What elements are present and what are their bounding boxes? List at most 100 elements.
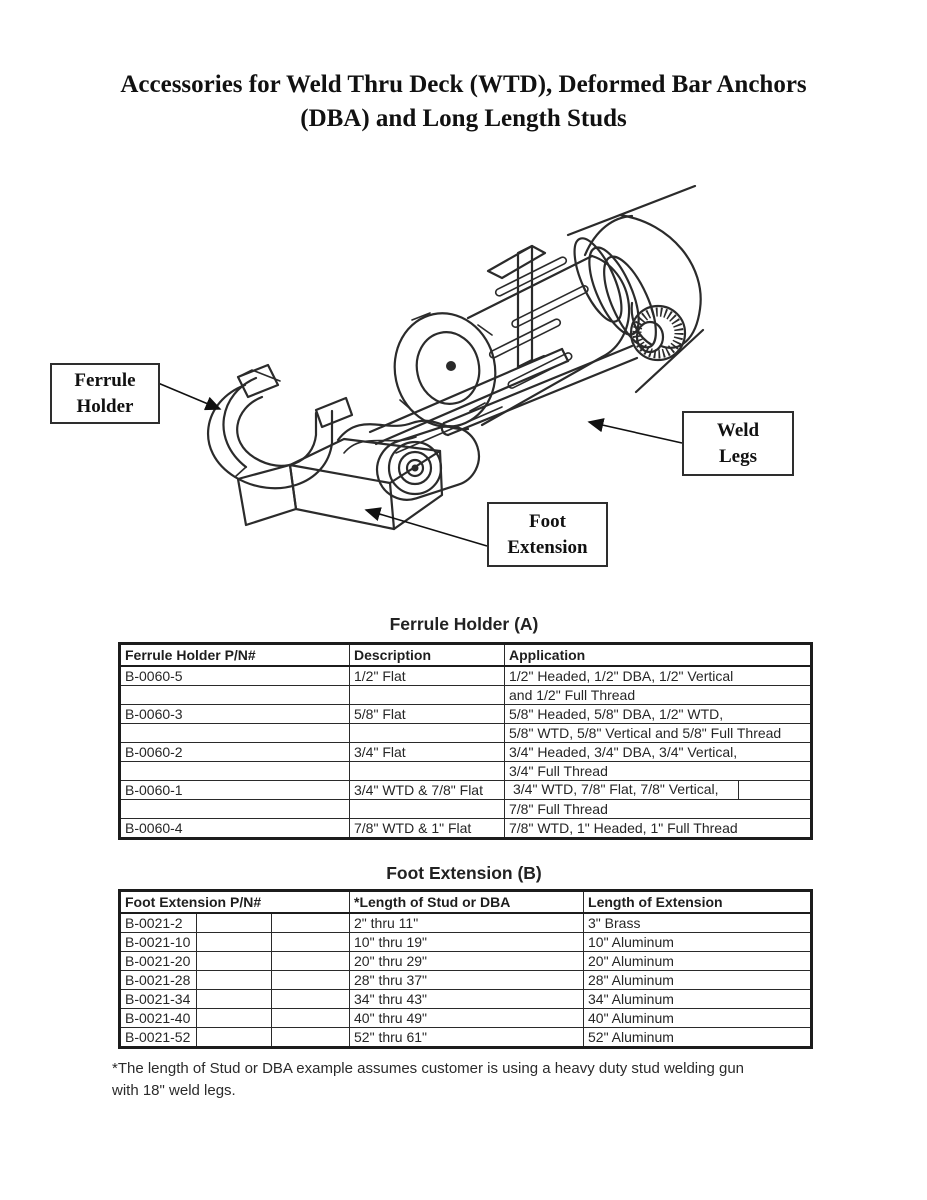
cell-extension-length: 40" Aluminum [583, 1008, 813, 1028]
cell-pn-sub1 [196, 912, 272, 933]
cell-application: 5/8" Headed, 5/8" DBA, 1/2" WTD, [504, 704, 812, 724]
ferrule-holder-arrow [157, 382, 222, 411]
cell-pn: B-0060-3 [119, 704, 350, 724]
cell-pn-sub1 [196, 1027, 272, 1048]
cell-pn: B-0021-34 [119, 989, 197, 1009]
foot-header-row: Foot Extension P/N# *Length of Stud or D… [118, 890, 813, 914]
foot-col-header-pn: Foot Extension P/N# [118, 890, 351, 914]
cell-pn-sub1 [196, 932, 272, 952]
cell-pn-empty [119, 761, 350, 781]
cell-description-empty [349, 723, 505, 743]
cell-pn-sub2 [270, 1008, 351, 1028]
cell-stud-length: 34" thru 43" [349, 989, 585, 1009]
callout-ferrule-line1: Ferrule [74, 369, 136, 391]
cell-pn: B-0060-4 [119, 818, 350, 839]
cell-pn: B-0021-10 [119, 932, 197, 952]
roller-wheel [375, 425, 481, 501]
callout-weld-line2: Legs [719, 445, 757, 467]
cell-pn-empty [119, 723, 350, 743]
callout-foot-line1: Foot [529, 510, 566, 532]
cell-pn: B-0060-5 [119, 665, 350, 686]
cell-description-empty [349, 799, 505, 819]
foot-table-title: Foot Extension (B) [386, 863, 542, 883]
cell-stud-length: 40" thru 49" [349, 1008, 585, 1028]
application-split-cell: 3/4" WTD, 7/8" Flat, 7/8" Vertical, [509, 781, 739, 799]
callout-ferrule-holder: Ferrule Holder [50, 363, 160, 424]
cell-application: 7/8" WTD, 1" Headed, 1" Full Thread [504, 818, 812, 839]
ferrule-col-header-app: Application [504, 643, 812, 667]
foot-extension-arrow [364, 507, 488, 547]
ferrule-holder-table: Ferrule Holder P/N# Description Applicat… [118, 642, 813, 840]
weld-legs-arrow [587, 418, 683, 444]
cell-pn: B-0021-28 [119, 970, 197, 990]
cell-pn: B-0021-40 [119, 1008, 197, 1028]
cell-pn: B-0021-52 [119, 1027, 197, 1048]
table-row: B-0021-52 52" thru 61"52" Aluminum [119, 1027, 813, 1048]
cell-extension-length: 52" Aluminum [583, 1027, 813, 1048]
cell-pn: B-0060-1 [119, 780, 350, 800]
footnote-line1: *The length of Stud or DBA example assum… [112, 1060, 745, 1077]
cell-description: 7/8" WTD & 1" Flat [349, 818, 505, 839]
ferrule-header-row: Ferrule Holder P/N# Description Applicat… [119, 643, 812, 667]
foot-extension-table: Foot Extension P/N# *Length of Stud or D… [118, 889, 814, 1049]
cell-pn-sub2 [270, 970, 351, 990]
cell-pn-sub2 [270, 912, 351, 933]
cell-description: 5/8" Flat [349, 704, 505, 724]
stud-gun-illustration [40, 185, 800, 580]
frame-rails [368, 347, 570, 454]
ferrule-grip [393, 254, 631, 428]
cell-pn: B-0060-2 [119, 742, 350, 762]
ferrule-table-title: Ferrule Holder (A) [389, 614, 539, 634]
cell-description-empty [349, 685, 505, 705]
cell-pn-sub2 [270, 989, 351, 1009]
cell-application: 3/4" Headed, 3/4" DBA, 3/4" Vertical, [504, 742, 812, 762]
foot-col-header-ext: Length of Extension [583, 890, 813, 914]
cell-pn-sub1 [196, 989, 272, 1009]
cell-pn-empty [119, 799, 350, 819]
cell-stud-length: 20" thru 29" [349, 951, 585, 971]
cell-pn-sub2 [270, 951, 351, 971]
cell-pn: B-0021-20 [119, 951, 197, 971]
cell-application: 3/4" WTD, 7/8" Flat, 7/8" Vertical, [504, 780, 812, 800]
cell-description: 1/2" Flat [349, 665, 505, 686]
cell-description: 3/4" WTD & 7/8" Flat [349, 780, 505, 800]
callout-weld-line1: Weld [716, 419, 760, 441]
cell-application: 5/8" WTD, 5/8" Vertical and 5/8" Full Th… [504, 723, 812, 743]
cell-pn-sub1 [196, 1008, 272, 1028]
foot-extension-block [236, 437, 444, 531]
cell-stud-length: 2" thru 11" [349, 912, 585, 933]
ferrule-col-header-desc: Description [349, 643, 505, 667]
footnote: *The length of Stud or DBA example assum… [112, 1058, 812, 1101]
cell-application: 7/8" Full Thread [504, 799, 812, 819]
footnote-line2: with 18" weld legs. [112, 1081, 236, 1099]
cell-stud-length: 52" thru 61" [349, 1027, 585, 1048]
ferrule-col-header-pn: Ferrule Holder P/N# [119, 643, 350, 667]
cell-description-empty [349, 761, 505, 781]
table-row-continuation: 3/4" Full Thread [119, 761, 812, 781]
cell-pn-empty [119, 685, 350, 705]
cell-application: 3/4" Full Thread [504, 761, 812, 781]
callout-foot-line2: Extension [507, 536, 588, 558]
table-row: B-0021-40 40" thru 49"40" Aluminum [119, 1008, 813, 1028]
cell-pn: B-0021-2 [119, 912, 197, 933]
cell-extension-length: 28" Aluminum [583, 970, 813, 990]
callout-weld-legs: Weld Legs [682, 411, 794, 476]
cell-extension-length: 3" Brass [583, 912, 813, 933]
callout-foot-extension: Foot Extension [487, 502, 608, 567]
knurled-nut [629, 304, 687, 362]
page-title-line2: (DBA) and Long Length Studs [300, 105, 627, 132]
ferrule-holder-clamp [207, 363, 354, 490]
table-row-continuation: 5/8" WTD, 5/8" Vertical and 5/8" Full Th… [119, 723, 812, 743]
cell-pn-sub1 [196, 970, 272, 990]
callout-arrows [157, 382, 683, 547]
